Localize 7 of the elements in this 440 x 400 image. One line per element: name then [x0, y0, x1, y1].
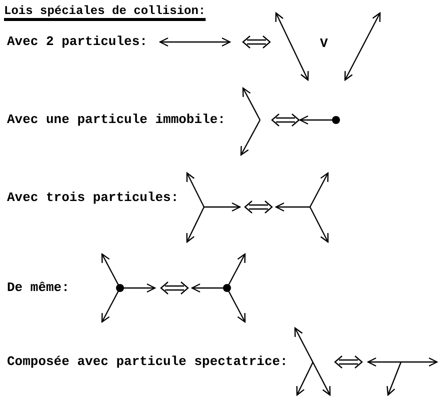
row-label: Avec une particule immobile: [7, 112, 226, 128]
or-symbol: V [320, 36, 328, 52]
row-label: Composée avec particule spectatrice: [7, 354, 288, 370]
row-label: Avec trois particules: [7, 190, 179, 206]
row-label: Avec 2 particules: [7, 34, 148, 50]
title: Lois spéciales de collision: [4, 3, 206, 19]
row-label: De même: [7, 280, 70, 296]
